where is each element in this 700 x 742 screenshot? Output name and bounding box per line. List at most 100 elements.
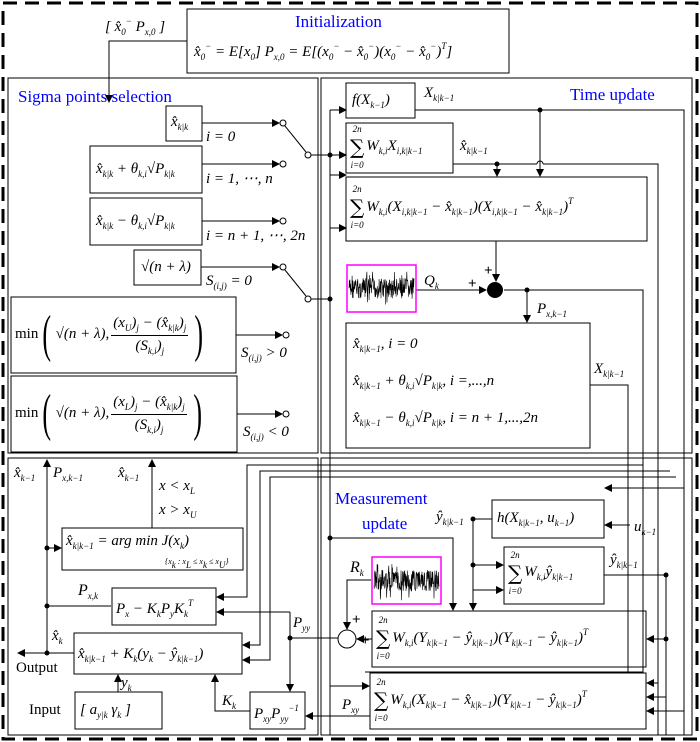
min-sqrt: √(n + λ), [55,405,110,422]
init-arrow [105,40,187,103]
plus-sign: + [352,612,361,628]
label-Pxy: Pxy [342,697,360,715]
plus-sign: + [468,276,477,292]
plus-sign: + [484,263,493,279]
cond-lower: x < xL [159,478,195,496]
resample-line-0: x̂k|k−1, i = 0 [353,336,418,354]
min-denominator: (Sk,i)j [134,416,164,435]
min-upper-expression: min ( √(n + λ), (xU)j − (x̂k|k)j(Sk,i)j … [15,306,204,364]
label-P-post: Px,k [78,582,99,601]
mean-sum-box [345,122,454,174]
input-label: Input [29,702,61,718]
sum-icon: ∑ [508,560,523,585]
label-R: Rk [350,559,364,578]
label-y: yk [121,675,132,693]
h-box-text: h(Xk|k−1, uk−1) [497,510,575,528]
label-x-prev: x̂k−1 [14,465,36,483]
label-s-zero: S(i,j) = 0 [206,273,252,291]
label-Pyy: Pyy [293,615,311,633]
min-denominator: (Sk,i)j [135,337,165,356]
state-update-text: x̂k|k−1 + Kk(yk − ŷk|k−1) [78,646,204,664]
label-s-neg: S(i,j) < 0 [243,424,289,442]
label-i-minus: i = n + 1, ⋯, 2n [206,228,306,244]
min-numerator: (xL)j − (x̂k|k)j [111,394,187,415]
label-x-pred: x̂k|k−1 [460,138,488,156]
cov-sum-expression: 2n∑i=0 Wk,i(Xi,k|k−1 − x̂k|k−1)(Xi,k|k−1… [350,184,574,230]
switch-contact [279,217,287,225]
label-y-pred: ŷk|k−1 [436,509,464,527]
min-lower-expression: min ( √(n + λ), (xL)j − (x̂k|k)j(Sk,i)j … [15,385,202,443]
sum-icon: ∑ [350,194,365,219]
sigma-title: Sigma points selection [18,87,172,106]
cov-update-box [111,587,217,626]
min-label: min [15,405,39,422]
input-vector: [ ay|k γk ] [80,702,131,720]
time-update-title: Time update [570,85,655,104]
measurement-title-line1: Measurement [335,489,428,508]
switch-lever-sigma [284,125,307,153]
min-numerator: (xU)j − (x̂k|k)j [111,315,189,336]
time-update-panel [320,77,693,454]
label-y-pred-2: ŷk|k−1 [610,552,638,570]
label-s-pos: S(i,j) > 0 [241,345,287,363]
cond-upper: x > xU [159,502,197,520]
sum-junction-R [337,629,357,649]
measurement-noise-signal [373,564,440,601]
sigma-scale-text: √(n + λ) [141,259,191,275]
sum-icon: ∑ [350,134,365,159]
f-box [345,82,416,119]
argmin-constraint: {xk : xL ≤ xk ≤ xU} [165,557,229,570]
pxy-sum-box [369,672,647,730]
sum-junction-Q [487,282,503,298]
label-P-prev: Px,k−1 [53,465,83,483]
measurement-panel [320,457,693,736]
sigma-panel [7,77,319,454]
y-sum-expression: 2n∑i=0 Wk,iŷk|k−1 [508,550,574,596]
f-box-text: f(Xk−1) [352,92,390,110]
sum-icon: ∑ [374,687,389,712]
argmin-box [61,527,244,571]
constraint-panel [7,457,319,736]
min-sqrt: √(n + λ), [55,326,110,343]
label-i-plus: i = 1, ⋯, n [206,171,273,187]
switch-contact [282,331,290,339]
sigma-plus-text: x̂k|k + θk,i√Pk|k [96,161,175,179]
measurement-title-line2: update [362,514,408,533]
init-equation: x̂0− = E[x0] Px,0 = E[(x0− − x̂0−)(x0− −… [194,41,453,62]
label-Q: Qk [424,273,439,291]
label-X-out: Xk|k−1 [594,361,625,379]
plus-sign: + [361,633,370,649]
init-bracket-input: [ x̂0− Px,0 ] [105,16,166,37]
gain-text: PxyPyy−1 [254,703,299,724]
pyy-sum-expression: 2n∑i=0 Wk,i(Yk|k−1 − ŷk|k−1)(Yk|k−1 − ŷk… [376,615,588,661]
pxy-sum-expression: 2n∑i=0 Wk,i(Xk|k−1 − x̂k|k−1)(Yk|k−1 − ŷ… [374,677,587,723]
process-noise-signal [348,271,415,305]
init-title: Initialization [295,12,382,31]
switch-contact [279,119,287,127]
label-K: Kk [222,693,237,711]
label-P-prev: Px,k−1 [537,301,567,319]
argmin-text: x̂k|k−1 = arg min J(xk) [66,533,189,551]
sigma-minus-text: x̂k|k − θk,i√Pk|k [96,213,175,231]
output-label: Output [16,660,58,676]
min-label: min [15,326,39,343]
resample-line-1: x̂k|k−1 + θk,i√Pk|k, i =,...,n [353,373,495,391]
label-i-zero: i = 0 [206,129,236,145]
label-x-prev-2: x̂k−1 [118,465,140,483]
sigma-box-plus [89,145,203,194]
switch-contact [282,410,290,418]
label-X-pred: Xk|k−1 [424,85,455,103]
state-update-box [73,632,243,675]
switch-contact [279,263,287,271]
switch-lever-scale [284,269,307,297]
switch-contact [279,160,287,168]
label-x-post: x̂k [52,628,63,646]
mean-sum-expression: 2n∑i=0 Wk,iXi,k|k−1 [350,124,423,170]
resample-line-2: x̂k|k−1 − θk,i√Pk|k, i = n + 1,...,2n [353,410,539,428]
label-u: uk−1 [634,519,657,537]
cov-update-text: Px − KkPyKkT [116,598,194,619]
sum-icon: ∑ [376,625,391,650]
